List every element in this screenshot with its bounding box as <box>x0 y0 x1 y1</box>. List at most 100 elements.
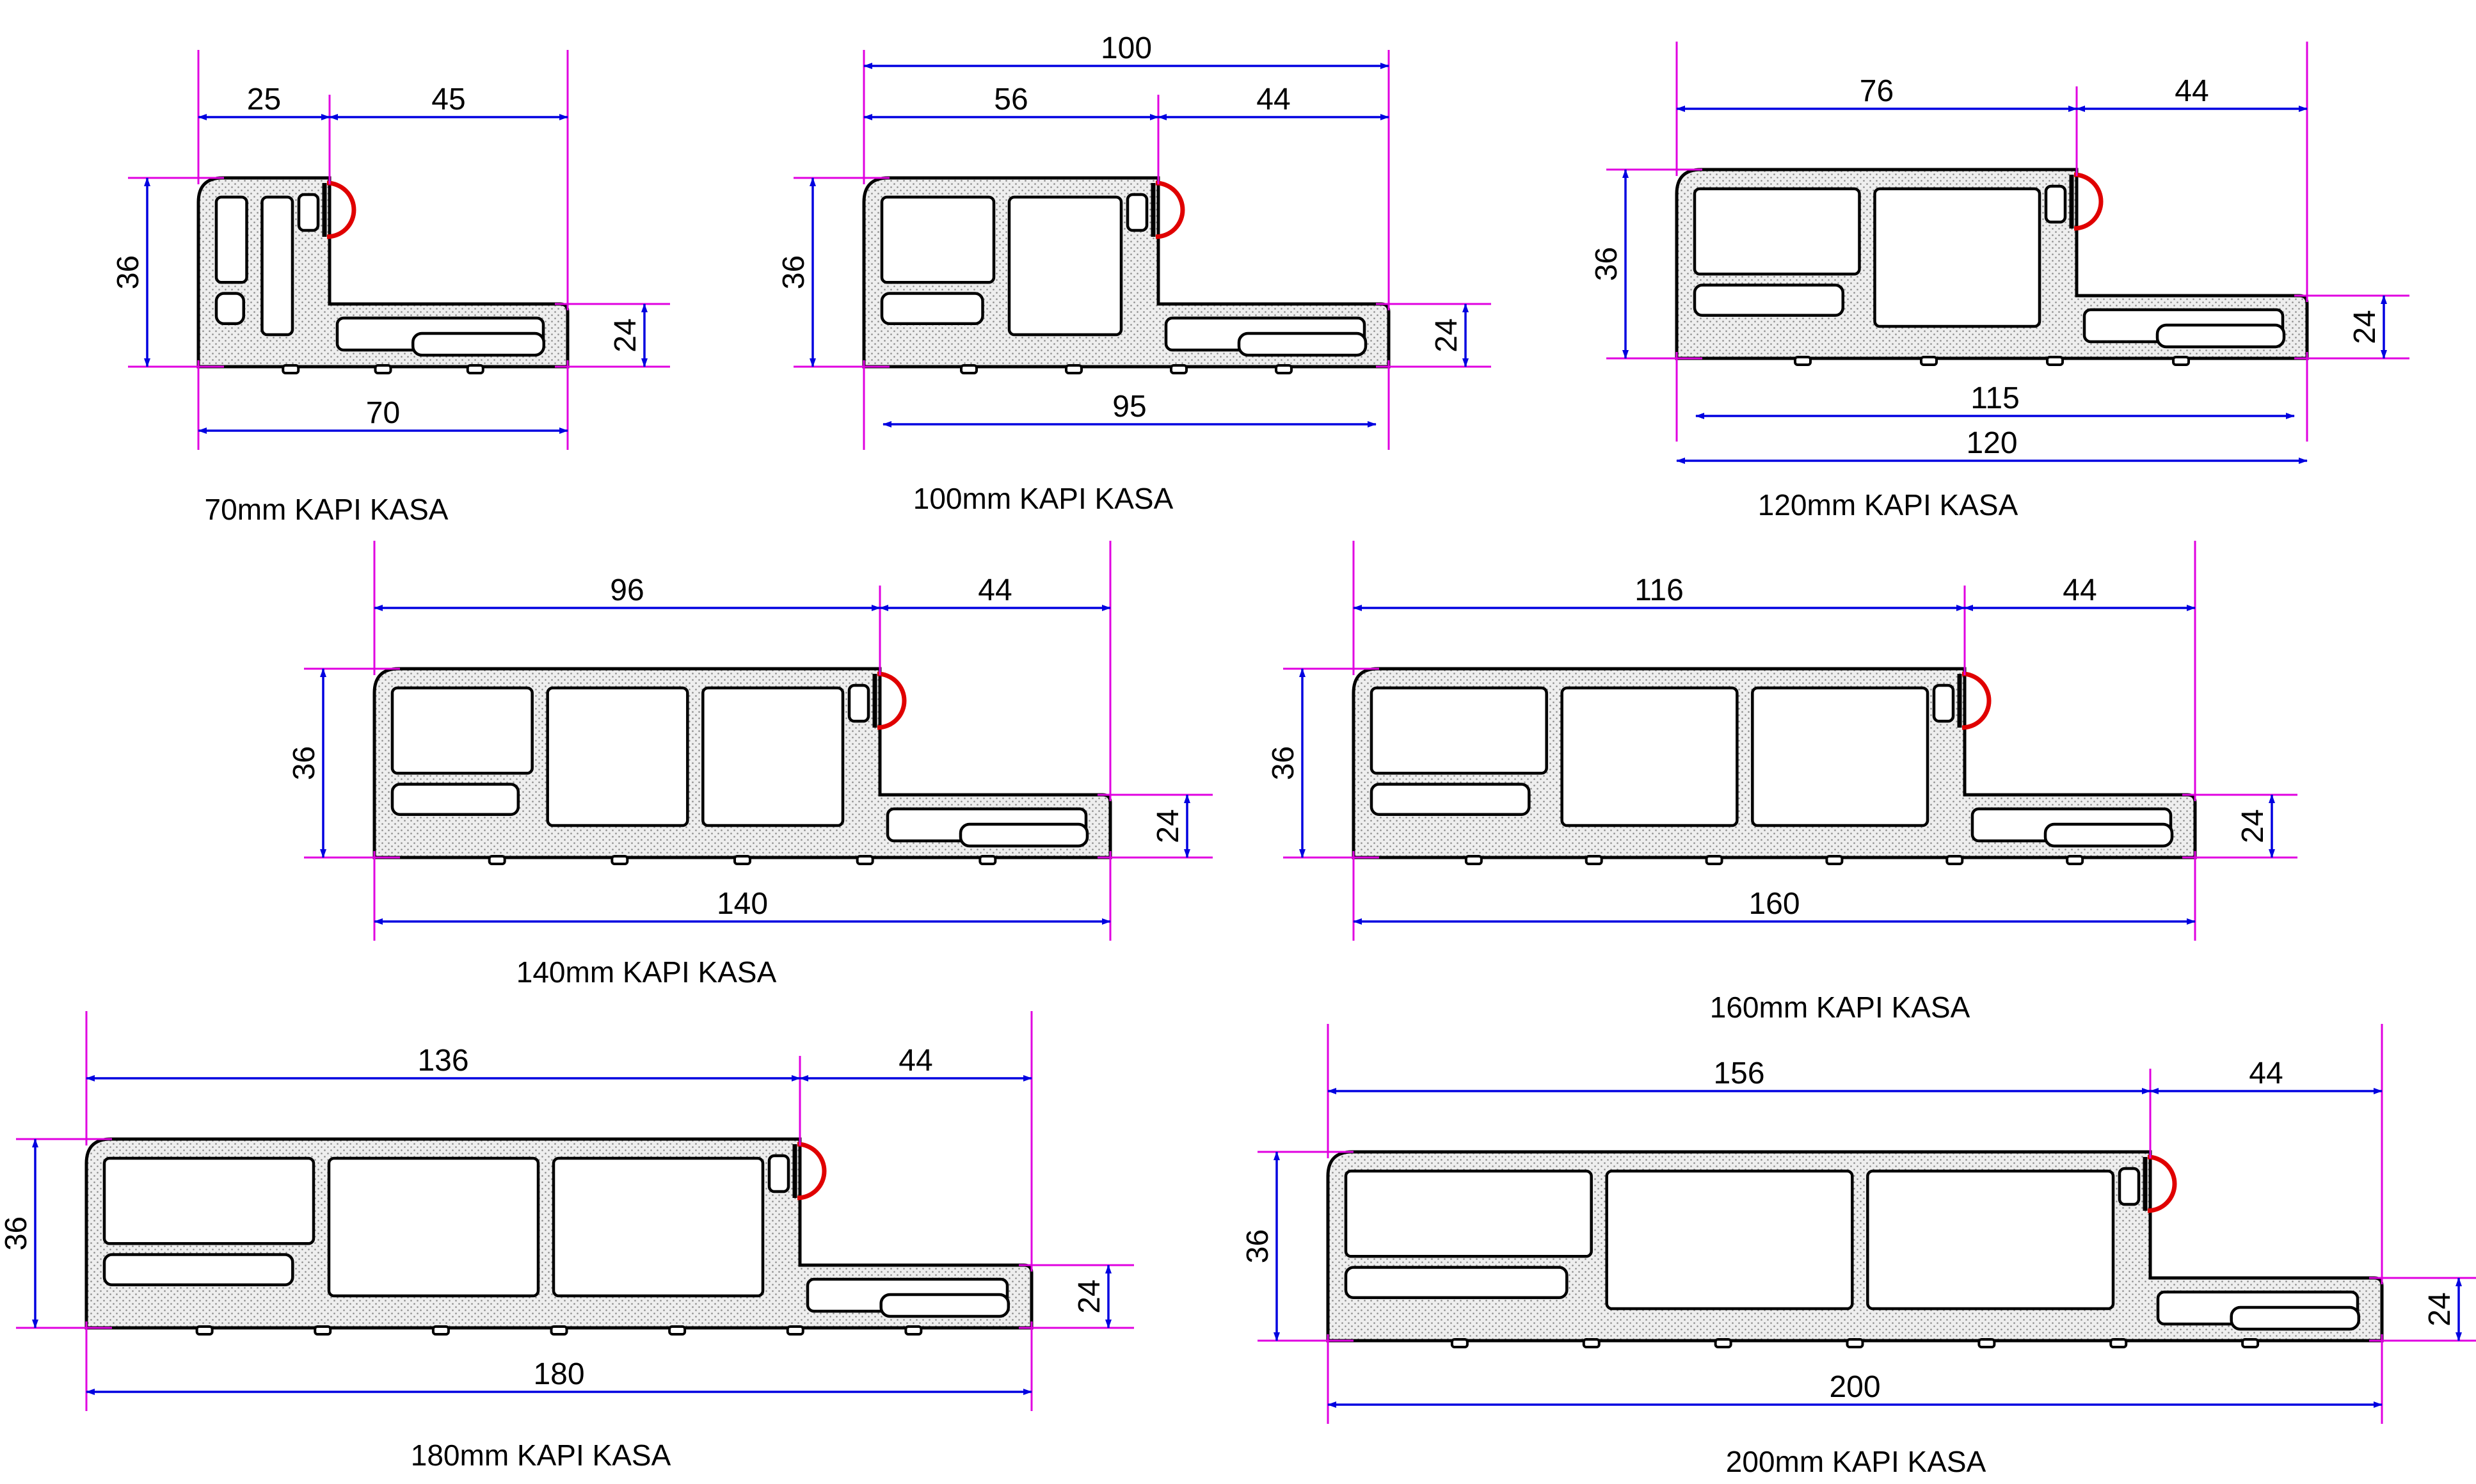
foot-nub <box>550 1325 568 1336</box>
height-dimension-value: 36 <box>777 255 811 289</box>
chamber <box>1605 1169 1854 1311</box>
chamber <box>327 1156 540 1298</box>
top-right-dimension-value: 44 <box>2175 74 2208 108</box>
step-slot <box>2230 1305 2361 1331</box>
chamber <box>1560 686 1739 827</box>
gasket-seal <box>1961 671 1992 730</box>
foot-nub <box>1275 364 1293 374</box>
profile-caption: 120mm KAPI KASA <box>1758 488 2018 522</box>
gasket-slot <box>2044 184 2067 224</box>
foot-nub <box>2066 855 2084 865</box>
step-dimension-value: 24 <box>609 318 643 352</box>
foot-nub <box>2172 356 2190 366</box>
chamber <box>1693 187 1861 276</box>
top-right-dimension-value: 45 <box>431 83 465 116</box>
foot-nub <box>2109 1338 2128 1348</box>
foot-nub <box>1794 356 1812 366</box>
height-dimension-value: 36 <box>111 255 145 289</box>
gasket-slot <box>847 683 870 723</box>
foot-nub <box>786 1325 804 1336</box>
chamber-small <box>880 292 984 326</box>
chamber-small <box>214 292 245 326</box>
step-dimension-value: 24 <box>1430 318 1464 352</box>
chamber <box>102 1156 315 1245</box>
foot-nub <box>1065 364 1083 374</box>
foot-nub <box>1464 855 1483 865</box>
foot-nub <box>960 364 978 374</box>
top-left-dimension-value: 136 <box>417 1044 468 1078</box>
chamber <box>390 686 534 775</box>
foot-nub <box>733 855 751 865</box>
profile-caption: 180mm KAPI KASA <box>411 1439 671 1472</box>
foot-nub <box>904 1325 923 1336</box>
foot-nub <box>1585 855 1603 865</box>
foot-nub <box>314 1325 332 1336</box>
gasket-seal <box>2073 172 2104 231</box>
gasket-slot <box>767 1154 790 1193</box>
foot-nub <box>431 1325 450 1336</box>
height-dimension-value: 36 <box>0 1217 33 1250</box>
foot-nub <box>1714 1338 1732 1348</box>
foot-nub <box>2241 1338 2260 1348</box>
top-left-dimension-value: 156 <box>1713 1057 1764 1090</box>
step-dimension-value: 24 <box>2236 809 2270 843</box>
profile-caption: 200mm KAPI KASA <box>1726 1445 1986 1478</box>
foot-nub <box>2046 356 2064 366</box>
gasket-seal <box>326 180 356 239</box>
chamber <box>214 195 248 284</box>
chamber <box>552 1156 765 1298</box>
foot-nub <box>488 855 506 865</box>
chamber <box>701 686 845 827</box>
gasket-slot <box>1126 193 1149 232</box>
foot-nub <box>1705 855 1723 865</box>
foot-nub <box>195 1325 214 1336</box>
step-slot <box>959 822 1089 848</box>
bottom-total-dimension-value: 200 <box>1829 1370 1880 1404</box>
top-right-dimension-value: 44 <box>978 573 1012 607</box>
chamber <box>1866 1169 2115 1311</box>
gasket-slot <box>1932 683 1955 723</box>
gasket-seal <box>877 671 907 730</box>
chamber <box>1344 1169 1593 1258</box>
profile-caption: 160mm KAPI KASA <box>1710 991 1970 1024</box>
profile-caption: 140mm KAPI KASA <box>516 955 777 989</box>
bottom-total-dimension-value: 140 <box>717 887 768 921</box>
bottom-total-dimension-value: 70 <box>366 396 400 430</box>
top-right-dimension-value: 44 <box>899 1044 932 1078</box>
foot-nub <box>282 364 300 374</box>
foot-nub <box>1945 855 1964 865</box>
foot-nub <box>466 364 484 374</box>
top-right-dimension-value: 44 <box>1256 83 1290 116</box>
chamber-small <box>102 1253 294 1287</box>
foot-nub <box>1170 364 1188 374</box>
profile-caption: 100mm KAPI KASA <box>913 482 1174 515</box>
chamber-small <box>1693 283 1844 317</box>
chamber <box>260 195 294 337</box>
foot-nub <box>374 364 392 374</box>
foot-nub <box>856 855 874 865</box>
step-slot <box>1237 331 1368 357</box>
step-slot <box>411 331 546 357</box>
height-dimension-value: 36 <box>1590 247 1624 281</box>
chamber <box>546 686 689 827</box>
gasket-seal <box>2147 1154 2177 1213</box>
chamber-small <box>1370 783 1531 817</box>
foot-nub <box>1825 855 1844 865</box>
foot-nub <box>1977 1338 1996 1348</box>
bottom-total-dimension-value: 160 <box>1748 887 1800 921</box>
top-left-dimension-value: 116 <box>1634 573 1684 607</box>
foot-nub <box>611 855 629 865</box>
top-left-dimension-value: 96 <box>610 573 644 607</box>
height-dimension-value: 36 <box>287 746 321 780</box>
chamber <box>1751 686 1929 827</box>
height-dimension-value: 36 <box>1241 1229 1275 1263</box>
step-slot <box>2043 822 2174 848</box>
top-left-dimension-value: 25 <box>247 83 281 116</box>
gasket-seal <box>797 1142 827 1201</box>
